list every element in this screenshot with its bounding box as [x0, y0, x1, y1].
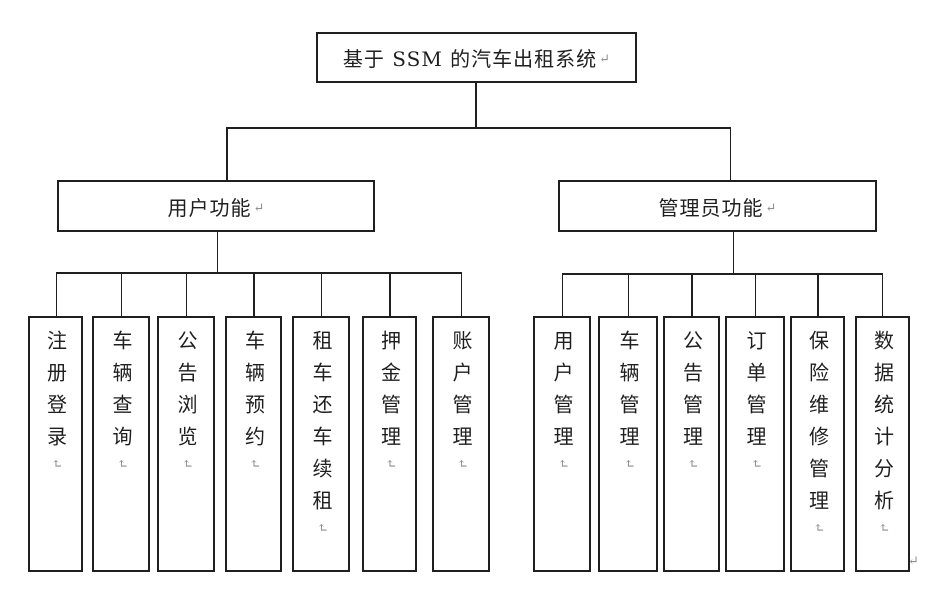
leaf-user-management: 用户管理↵ [533, 316, 591, 572]
connector-level1-hline [226, 127, 731, 129]
leaf-vehicle-management: 车辆管理↵ [598, 316, 658, 572]
paragraph-mark: ↵ [555, 458, 570, 469]
connector-stub [389, 272, 391, 316]
leaf-label: 公告浏览 [174, 330, 198, 458]
paragraph-mark: ↵ [246, 458, 262, 469]
connector-stub [561, 273, 563, 316]
paragraph-mark: ↵ [314, 522, 329, 533]
connector-admin-branch-drop-in [729, 127, 731, 180]
branch-node-user-functions: 用户功能↵ [57, 180, 375, 232]
leaf-label: 用户管理 [550, 330, 574, 458]
connector-stub [120, 272, 122, 316]
leaf-label: 订单管理 [743, 330, 767, 458]
leaf-label: 押金管理 [377, 330, 402, 458]
connector-stub [881, 273, 883, 316]
leaf-account-management: 账户管理↵ [432, 316, 490, 572]
leaf-label: 车辆查询 [109, 330, 133, 458]
paragraph-mark: ↵ [599, 52, 611, 67]
leaf-announcement-management: 公告管理↵ [663, 316, 720, 572]
leaf-vehicle-query: 车辆查询↵ [92, 316, 150, 572]
connector-admin-children-hline [561, 273, 883, 275]
connector-stub [185, 272, 187, 316]
connector-user-children-hline [55, 272, 462, 274]
branch-node-admin-label: 管理员功能 [658, 195, 764, 220]
connector-user-branch-drop-in [226, 127, 228, 180]
leaf-label: 数据统计分析 [870, 330, 895, 522]
leaf-label: 车辆预约 [241, 330, 266, 458]
connector-stub [754, 273, 756, 316]
paragraph-mark: ↵ [253, 200, 265, 216]
connector-stub [55, 272, 57, 316]
leaf-label: 车辆管理 [616, 330, 640, 458]
leaf-data-statistics-analysis: 数据统计分析↵ [855, 316, 910, 572]
branch-node-user-label: 用户功能 [167, 195, 252, 220]
leaf-register-login: 注册登录↵ [28, 316, 83, 572]
paragraph-mark: ↵ [908, 554, 919, 569]
leaf-label: 公告管理 [679, 330, 704, 458]
connector-stub [460, 272, 462, 316]
paragraph-mark: ↵ [621, 458, 636, 469]
leaf-rent-return-renew: 租车还车续租↵ [292, 316, 350, 572]
root-node-label: 基于 SSM 的汽车出租系统 [342, 47, 598, 71]
connector-admin-branch-drop-out [732, 232, 734, 273]
paragraph-mark: ↵ [382, 458, 398, 469]
connector-root-drop [475, 83, 477, 127]
connector-stub [691, 273, 693, 316]
connector-stub [320, 272, 322, 316]
paragraph-mark: ↵ [748, 458, 763, 469]
branch-node-admin-functions: 管理员功能↵ [558, 180, 877, 232]
paragraph-mark: ↵ [454, 458, 469, 469]
paragraph-mark: ↵ [765, 200, 777, 216]
paragraph-mark: ↵ [684, 458, 700, 469]
leaf-insurance-maintenance-management: 保险维修管理↵ [790, 316, 845, 572]
leaf-label: 保险维修管理 [805, 330, 830, 522]
connector-stub [627, 273, 629, 316]
connector-stub [817, 273, 819, 316]
connector-stub [253, 272, 255, 316]
leaf-label: 租车还车续租 [309, 330, 333, 522]
connector-user-branch-drop-out [216, 232, 218, 272]
paragraph-mark: ↵ [875, 522, 891, 533]
leaf-announcement-browse: 公告浏览↵ [157, 316, 215, 572]
paragraph-mark: ↵ [179, 458, 194, 469]
leaf-vehicle-reservation: 车辆预约↵ [225, 316, 282, 572]
leaf-order-management: 订单管理↵ [725, 316, 785, 572]
root-node: 基于 SSM 的汽车出租系统↵ [316, 32, 637, 83]
leaf-label: 注册登录 [43, 330, 68, 458]
paragraph-mark: ↵ [48, 458, 64, 469]
leaf-deposit-management: 押金管理↵ [362, 316, 417, 572]
paragraph-mark: ↵ [810, 522, 826, 533]
leaf-label: 账户管理 [449, 330, 473, 458]
paragraph-mark: ↵ [114, 458, 129, 469]
